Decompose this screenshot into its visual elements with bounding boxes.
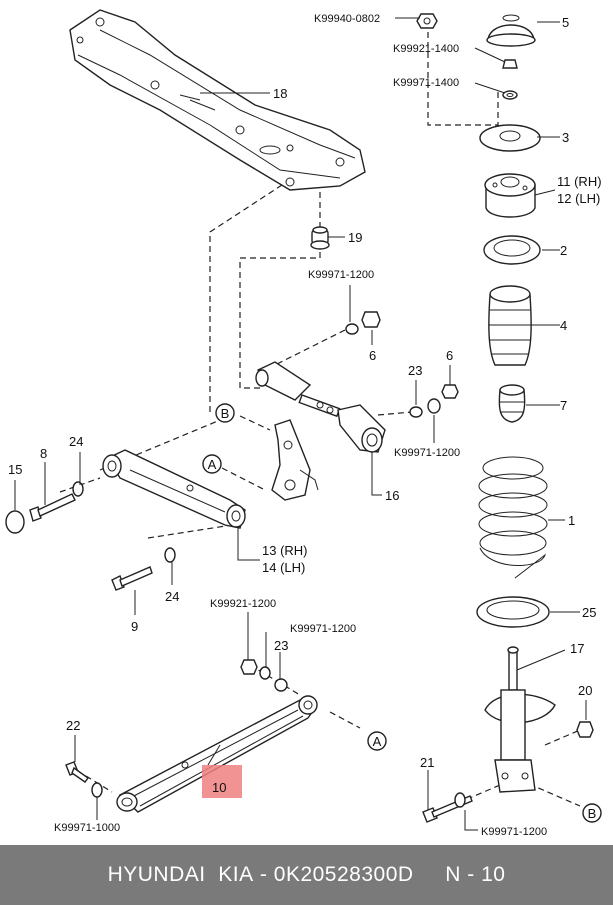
label-part-20: 20: [578, 683, 592, 698]
label-part-17: 17: [570, 641, 584, 656]
label-part-24-lower: 24: [165, 589, 179, 604]
ref-k99971-1200-right: K99971-1200: [394, 447, 460, 459]
label-part-11: 11 (RH): [557, 174, 602, 189]
reference-labels: K99940-0802 K99921-1400 K99971-1400 K999…: [54, 13, 547, 838]
footer-oem-number: 0K20528300D: [273, 863, 414, 886]
footer-bar: HYUNDAI KIA - 0K20528300D N - 10: [0, 845, 613, 905]
fasteners-upper[interactable]: [345, 13, 518, 418]
knuckle-bracket[interactable]: [271, 419, 319, 501]
part-labels: 5 3 11 (RH) 12 (LH) 2 4 7 1 25 17 20 21 …: [8, 15, 602, 795]
footer-page-label: N - 10: [445, 863, 506, 886]
label-part-19: 19: [348, 230, 362, 245]
ref-k99971-1200-upper: K99971-1200: [308, 269, 374, 281]
callout-a-upper: A: [202, 454, 222, 474]
label-part-13: 13 (RH): [262, 543, 308, 558]
fasteners-lower[interactable]: [65, 659, 288, 798]
label-part-23-upper: 23: [408, 363, 422, 378]
label-part-5: 5: [562, 15, 569, 30]
label-part-7: 7: [560, 398, 567, 413]
label-part-10: 10: [212, 780, 226, 795]
label-part-25: 25: [582, 605, 596, 620]
label-part-15: 15: [8, 462, 22, 477]
callout-b-upper: B: [215, 403, 235, 423]
label-part-23-lower: 23: [274, 638, 288, 653]
bushing-part-19[interactable]: [310, 226, 330, 250]
label-part-18: 18: [273, 86, 287, 101]
svg-text:B: B: [588, 806, 597, 821]
label-part-16: 16: [385, 488, 399, 503]
part-10-highlight: [202, 765, 242, 798]
svg-text:A: A: [208, 457, 217, 472]
footer-brand: HYUNDAI KIA: [107, 863, 254, 886]
svg-text:B: B: [221, 406, 230, 421]
svg-text:A: A: [373, 734, 382, 749]
label-part-2: 2: [560, 243, 567, 258]
strut-column-right[interactable]: [422, 14, 594, 823]
ref-k99971-1200-bottom: K99971-1200: [481, 826, 547, 838]
trailing-arm-part-13-14[interactable]: [102, 449, 246, 529]
ref-k99971-1200-lower: K99971-1200: [290, 623, 356, 635]
ref-k99921-1200: K99921-1200: [210, 598, 276, 610]
lower-arm-part-10[interactable]: [116, 695, 318, 813]
exploded-parts-diagram: B A A B 5 3 11 (RH) 12 (LH) 2 4 7 1 25 1…: [5, 9, 602, 838]
ref-k99971-1000: K99971-1000: [54, 822, 120, 834]
label-part-6-right: 6: [446, 348, 453, 363]
label-part-12: 12 (LH): [557, 191, 600, 206]
label-part-9: 9: [131, 619, 138, 634]
label-part-24-upper: 24: [69, 434, 83, 449]
coil-spring: [478, 456, 548, 579]
lateral-link-part-16[interactable]: [255, 361, 386, 453]
footer-spacer: [414, 863, 446, 887]
ref-k99971-1400: K99971-1400: [393, 77, 459, 89]
label-part-8: 8: [40, 446, 47, 461]
fasteners-left[interactable]: [5, 481, 176, 591]
leader-lines: [14, 17, 587, 831]
label-part-6-upper: 6: [369, 348, 376, 363]
label-part-22: 22: [66, 718, 80, 733]
label-part-21: 21: [420, 755, 434, 770]
label-part-3: 3: [562, 130, 569, 145]
callout-a-lower: A: [367, 731, 387, 751]
ref-k99940-0802: K99940-0802: [314, 13, 380, 25]
label-part-4: 4: [560, 318, 567, 333]
callout-b-lower: B: [582, 803, 602, 823]
footer-separator: -: [253, 863, 274, 886]
crossmember-part-18[interactable]: [69, 9, 366, 191]
ref-k99921-1400: K99921-1400: [393, 43, 459, 55]
label-part-1: 1: [568, 513, 575, 528]
label-part-14: 14 (LH): [262, 560, 305, 575]
